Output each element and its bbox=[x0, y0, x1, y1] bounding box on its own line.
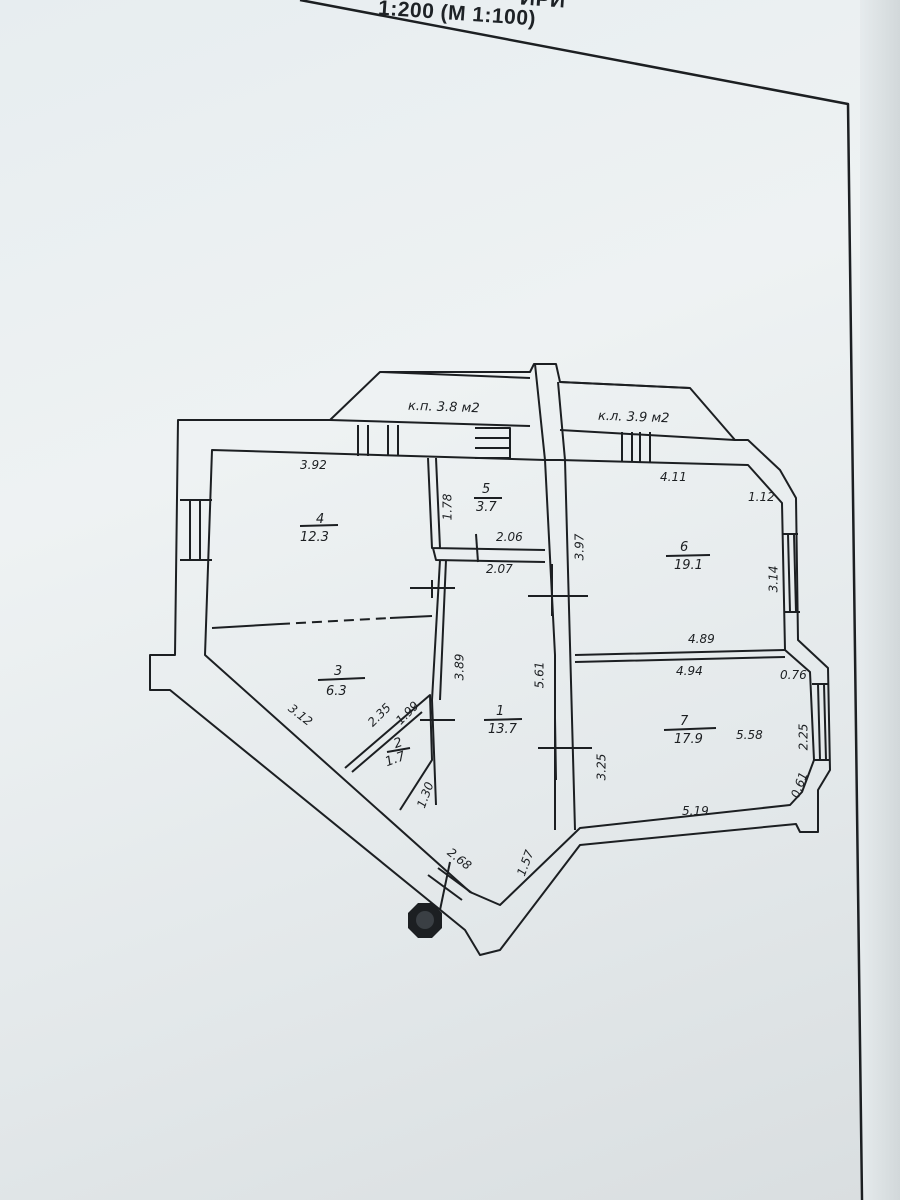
window-room6-top bbox=[621, 432, 651, 462]
window-room6-right bbox=[782, 533, 800, 613]
window-room7-right bbox=[812, 683, 830, 761]
underline-2 bbox=[386, 747, 411, 753]
dimension-label: 4.11 bbox=[660, 470, 687, 484]
room-number: 7 bbox=[680, 714, 689, 729]
balcony-door bbox=[475, 427, 511, 459]
balcony-right-outline bbox=[559, 381, 736, 441]
dimension-label: 3.89 bbox=[452, 653, 467, 681]
dimension-label: 2.06 bbox=[496, 530, 523, 544]
frame-border bbox=[299, 0, 864, 1200]
dimension-label: 0.76 bbox=[780, 668, 807, 682]
door-room5 bbox=[475, 533, 479, 563]
door-room4 bbox=[410, 580, 455, 598]
outer-wall bbox=[149, 363, 831, 956]
riser-center bbox=[416, 911, 434, 929]
door-room7 bbox=[538, 717, 592, 781]
partition-room2 bbox=[344, 694, 433, 811]
dimension-label: 3.92 bbox=[300, 458, 327, 472]
partition-4-3-dashed bbox=[279, 617, 391, 625]
underline-4 bbox=[299, 524, 339, 527]
room-area: 3.7 bbox=[476, 500, 497, 515]
inner-wall bbox=[204, 449, 815, 906]
underline-1 bbox=[483, 718, 523, 721]
door-room1 bbox=[528, 564, 588, 616]
dimension-label: 5.58 bbox=[736, 728, 763, 742]
partition-4-3 bbox=[211, 615, 433, 629]
room-area: 6.3 bbox=[326, 684, 347, 699]
dimension-label: 3.25 bbox=[594, 753, 609, 781]
window-room4-top bbox=[357, 425, 399, 456]
dimension-label: 3.97 bbox=[572, 533, 587, 561]
dimension-label: 4.94 bbox=[676, 664, 703, 678]
partition-1-upper bbox=[432, 547, 546, 563]
dimension-label: 1.78 bbox=[440, 493, 455, 521]
background-edge bbox=[860, 0, 900, 1200]
dimension-label: 3.14 bbox=[766, 565, 781, 593]
underline-7 bbox=[663, 727, 717, 731]
window-left bbox=[180, 499, 212, 561]
dimension-label: 4.89 bbox=[688, 632, 715, 646]
room-number: 6 bbox=[680, 540, 689, 555]
balcony-left-outline bbox=[329, 371, 531, 427]
underline-3 bbox=[317, 677, 366, 681]
partition-1-west bbox=[431, 559, 447, 806]
balcony-right-label: к.л. 3.9 м2 bbox=[597, 408, 670, 427]
partition-4-5 bbox=[427, 457, 546, 551]
dimension-label: 5.19 bbox=[682, 804, 709, 818]
dimension-label: 1.12 bbox=[748, 490, 775, 504]
room-area: 13.7 bbox=[488, 722, 517, 737]
balcony-left-label: к.п. 3.8 м2 bbox=[407, 398, 480, 417]
dimension-label: 2.07 bbox=[486, 562, 513, 576]
dimension-label: 5.61 bbox=[532, 661, 547, 689]
entry-door bbox=[427, 861, 473, 911]
room-area: 19.1 bbox=[674, 558, 703, 573]
room-number: 1 bbox=[496, 704, 505, 719]
room-area: 17.9 bbox=[674, 732, 703, 747]
room-number: 5 bbox=[482, 482, 491, 497]
room-number: 4 bbox=[316, 512, 325, 527]
underline-6 bbox=[665, 554, 711, 557]
room-area: 12.3 bbox=[300, 530, 329, 545]
room-number: 3 bbox=[334, 664, 343, 679]
partition-6-7 bbox=[574, 649, 786, 663]
dimension-label: 2.25 bbox=[796, 723, 811, 751]
